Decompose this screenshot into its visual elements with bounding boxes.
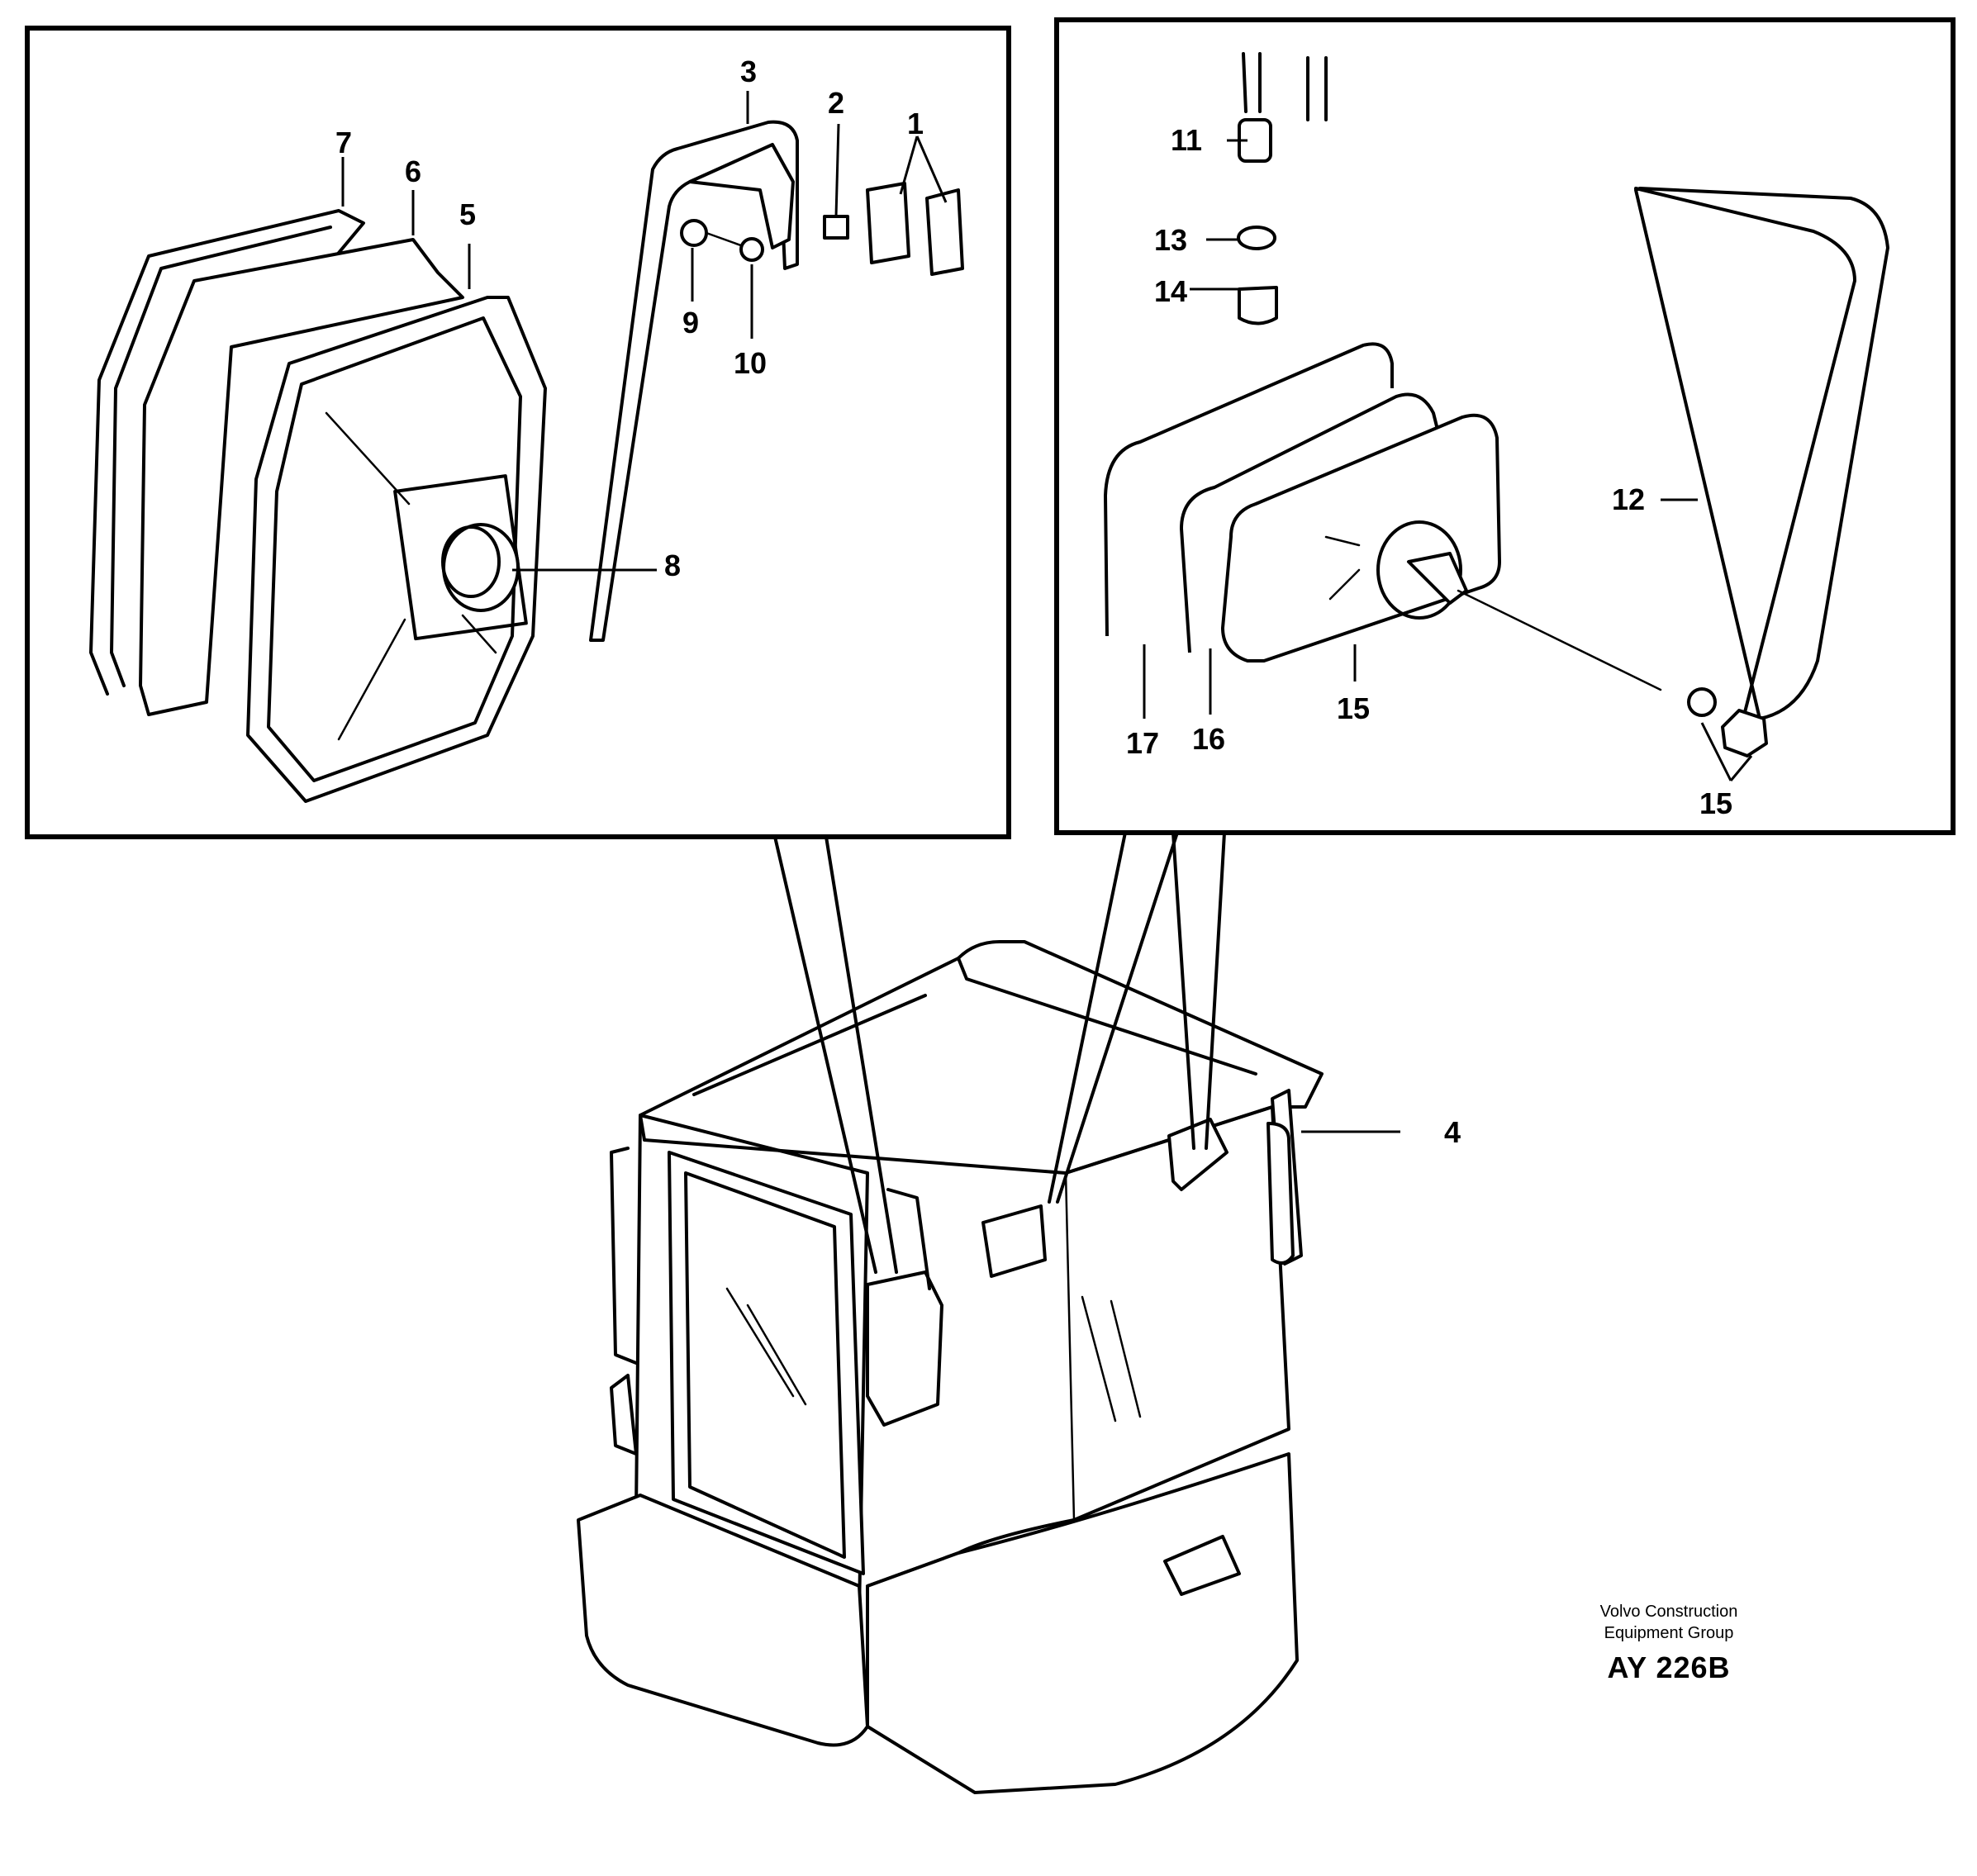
callout-1: 1: [907, 107, 924, 140]
left-detail-panel: [25, 26, 1011, 1274]
credit-line-2: Equipment Group: [1604, 1624, 1734, 1642]
callout-15-mirror: 15: [1337, 691, 1370, 725]
callout-4: 4: [1444, 1115, 1461, 1149]
credit-line-1: Volvo Construction: [1599, 1603, 1738, 1621]
publisher-credit: Volvo Construction Equipment Group AY 22…: [1553, 1601, 1785, 1685]
callout-6: 6: [405, 154, 421, 188]
callout-3: 3: [740, 55, 757, 88]
callout-11: 11: [1171, 123, 1202, 157]
callout-10: 10: [734, 346, 767, 380]
callout-8: 8: [664, 549, 681, 582]
callout-12: 12: [1612, 482, 1645, 516]
callout-9: 9: [682, 306, 699, 340]
right-detail-panel: [1048, 17, 1956, 1204]
cab-illustration: [577, 940, 1324, 1794]
callout-17: 17: [1126, 726, 1159, 760]
callout-leaders: [341, 91, 1753, 1133]
callout-2: 2: [828, 86, 844, 120]
callout-15-nut: 15: [1699, 786, 1732, 820]
callout-16: 16: [1192, 722, 1225, 756]
callout-5: 5: [459, 197, 476, 231]
figure-code: AY 226B: [1607, 1650, 1731, 1684]
callout-labels: 1 2 3 7 6 5 8 9 10 11 13 14 12 15 16 17 …: [335, 55, 1732, 1149]
callout-14: 14: [1154, 274, 1187, 308]
callout-13: 13: [1154, 223, 1187, 257]
callout-7: 7: [335, 126, 352, 159]
